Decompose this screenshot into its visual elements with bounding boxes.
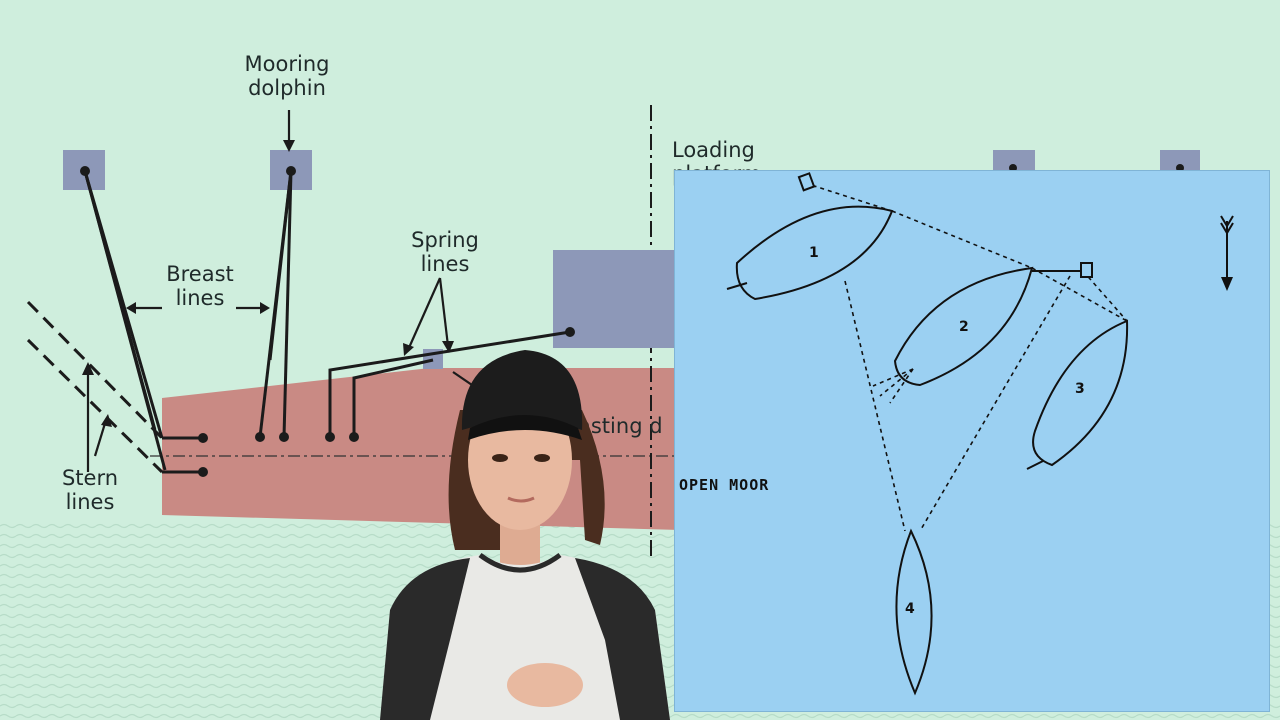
line-fastening — [255, 432, 265, 442]
presenter-hand — [507, 663, 583, 707]
mooring-line-dashed — [1031, 267, 1128, 322]
open-moor-title: OPEN MOOR — [679, 476, 770, 494]
boat-4-hull — [895, 528, 933, 696]
line-fastening — [565, 327, 575, 337]
north-arrow-head — [1221, 277, 1233, 291]
presenter-sleeve-right — [575, 558, 670, 720]
pointer-arrow — [452, 371, 473, 386]
arrow-head — [442, 341, 454, 353]
presenter-avatar — [380, 350, 670, 720]
mooring-buoy — [797, 172, 816, 192]
stern-line-dashed — [26, 300, 164, 440]
arrow-head — [283, 140, 295, 152]
presenter-cap — [461, 350, 583, 430]
label-stern-lines: Stern lines — [61, 466, 119, 514]
presenter-cap-brim — [468, 415, 582, 440]
breast-line — [268, 170, 293, 361]
pointer-arrow — [406, 277, 442, 351]
boat-number-1: 1 — [809, 245, 819, 261]
arrow-head — [403, 343, 414, 356]
mooring-buoy — [1080, 262, 1093, 278]
breast-line — [83, 170, 157, 431]
spring-line — [328, 330, 571, 437]
spring-line — [352, 358, 434, 437]
mooring-dolphin-right-a — [993, 150, 1035, 172]
line-fastening — [80, 166, 90, 176]
boat-3-stern-line — [1026, 460, 1044, 470]
line-fastening — [286, 166, 296, 176]
line-fastening — [349, 432, 359, 442]
boat-1-stern-line — [726, 282, 748, 290]
arrow-head — [101, 414, 112, 427]
boat-2-hull — [893, 266, 1034, 387]
open-moor-drawing — [726, 172, 1234, 696]
stern-line-dashed — [26, 338, 164, 474]
boat-1-hull — [735, 205, 894, 301]
line-fastening — [198, 433, 208, 443]
mooring-line-dashed — [1082, 270, 1128, 322]
boat-number-3: 3 — [1075, 381, 1085, 397]
line-fastening — [198, 467, 208, 477]
boat-3-hull — [1032, 319, 1129, 467]
label-mooring-dolphin: Mooring dolphin — [244, 52, 330, 100]
line-fastening — [279, 432, 289, 442]
presenter-eye-right — [534, 454, 550, 462]
mooring-line-dashed — [919, 275, 1071, 532]
boat-number-4: 4 — [905, 601, 915, 617]
mooring-line-dashed — [879, 368, 914, 397]
label-breast-lines: Breast lines — [166, 262, 234, 310]
arrow-head — [260, 302, 270, 314]
presenter-eye-left — [492, 454, 508, 462]
breast-line — [282, 170, 293, 438]
arrow-head — [126, 302, 136, 314]
mooring-line-dashed — [889, 368, 914, 404]
arrow-head — [82, 362, 94, 375]
mooring-line-dashed — [891, 210, 1033, 269]
presenter-sleeve-left — [380, 558, 470, 720]
mooring-dolphin-right-b — [1160, 150, 1200, 172]
inset-open-moor-diagram: OPEN MOOR 1 2 3 4 — [674, 170, 1270, 712]
label-spring-lines: Spring lines — [411, 228, 479, 276]
presenter-mouth — [507, 496, 535, 503]
boat-number-2: 2 — [959, 319, 969, 335]
line-fastening — [325, 432, 335, 442]
pointer-arrow — [438, 277, 450, 347]
mooring-line-dashed — [844, 280, 906, 532]
presenter-collar — [478, 552, 562, 573]
pointer-arrow — [93, 419, 108, 457]
north-arrow-feather — [1220, 215, 1234, 235]
